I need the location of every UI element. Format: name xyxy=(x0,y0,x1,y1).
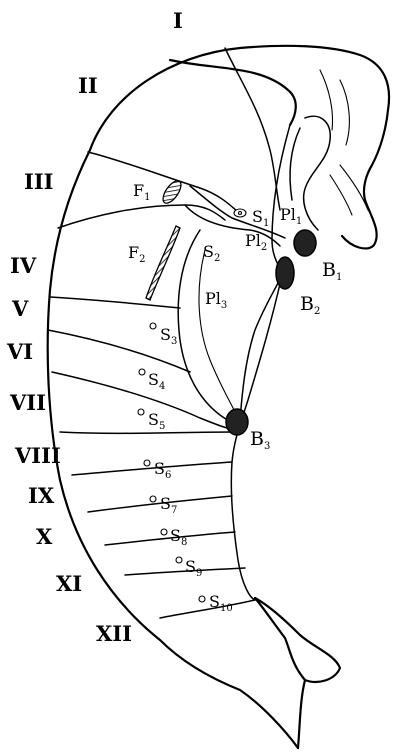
label-pl3: Pl3 xyxy=(205,289,227,311)
label-s1: S1 xyxy=(252,207,269,229)
label-s3: S3 xyxy=(160,325,177,347)
label-f1: F1 xyxy=(133,181,150,203)
spiracle-9 xyxy=(176,557,182,563)
head-curl xyxy=(304,116,331,230)
segment-label-10: X xyxy=(36,524,53,549)
label-s9: S9 xyxy=(185,557,202,579)
segment-label-5: V xyxy=(11,296,29,321)
segment-label-3: III xyxy=(24,169,53,194)
mouth-lines xyxy=(330,165,368,215)
label-pl1: Pl1 xyxy=(280,205,302,227)
f1-hatched-structure xyxy=(160,178,185,206)
tail-appendage-outline xyxy=(255,598,305,680)
wing-outline xyxy=(178,230,282,423)
label-s5: S5 xyxy=(148,410,165,432)
spiracle-4 xyxy=(139,369,145,375)
b1-spot xyxy=(294,230,316,256)
segment-label-2: II xyxy=(78,73,98,98)
label-s2: S2 xyxy=(203,242,220,264)
seam-VII-VIII xyxy=(60,432,235,433)
segment-label-11: XI xyxy=(56,571,82,596)
spiracle-7 xyxy=(150,496,156,502)
segment-label-7: VII xyxy=(9,390,46,415)
spiracle-3 xyxy=(150,323,156,329)
spiracle-8 xyxy=(161,529,167,535)
label-b2: B2 xyxy=(300,293,320,317)
segment-label-6: VI xyxy=(6,339,33,364)
seam-XII-end xyxy=(160,600,255,618)
spiracle-6 xyxy=(144,460,150,466)
label-s8: S8 xyxy=(170,526,187,548)
label-s10: S10 xyxy=(209,592,233,614)
seam-IV-V xyxy=(50,297,180,308)
segment-label-4: IV xyxy=(10,253,37,278)
segment-label-9: IX xyxy=(28,483,55,508)
wing-vein xyxy=(199,250,238,418)
label-b3: B3 xyxy=(250,428,270,452)
f2-hatched-structure xyxy=(146,226,180,300)
tail-tip-outline xyxy=(255,598,340,748)
seam-II-III xyxy=(88,152,238,212)
seam-VI-VII xyxy=(52,372,235,430)
spiracle-10 xyxy=(199,596,205,602)
spiracle-5 xyxy=(138,409,144,415)
segment-label-8: VIII xyxy=(14,443,61,468)
segment-label-12: XII xyxy=(96,621,132,646)
label-s7: S7 xyxy=(160,494,177,516)
seam-VIII-IX xyxy=(72,462,232,475)
spiracle-1-dot xyxy=(239,212,242,215)
face-lines xyxy=(320,70,349,145)
head-curl-inner xyxy=(290,128,300,200)
segment-label-1: I xyxy=(173,8,183,33)
label-f2: F2 xyxy=(128,243,145,265)
label-s4: S4 xyxy=(148,370,165,392)
head-upper-outline xyxy=(170,60,296,125)
b2-spot xyxy=(276,257,294,289)
proboscis-line xyxy=(272,125,290,268)
label-s6: S6 xyxy=(154,459,171,481)
spiracles xyxy=(138,209,246,602)
label-b1: B1 xyxy=(322,259,342,283)
b3-spot xyxy=(226,409,248,435)
